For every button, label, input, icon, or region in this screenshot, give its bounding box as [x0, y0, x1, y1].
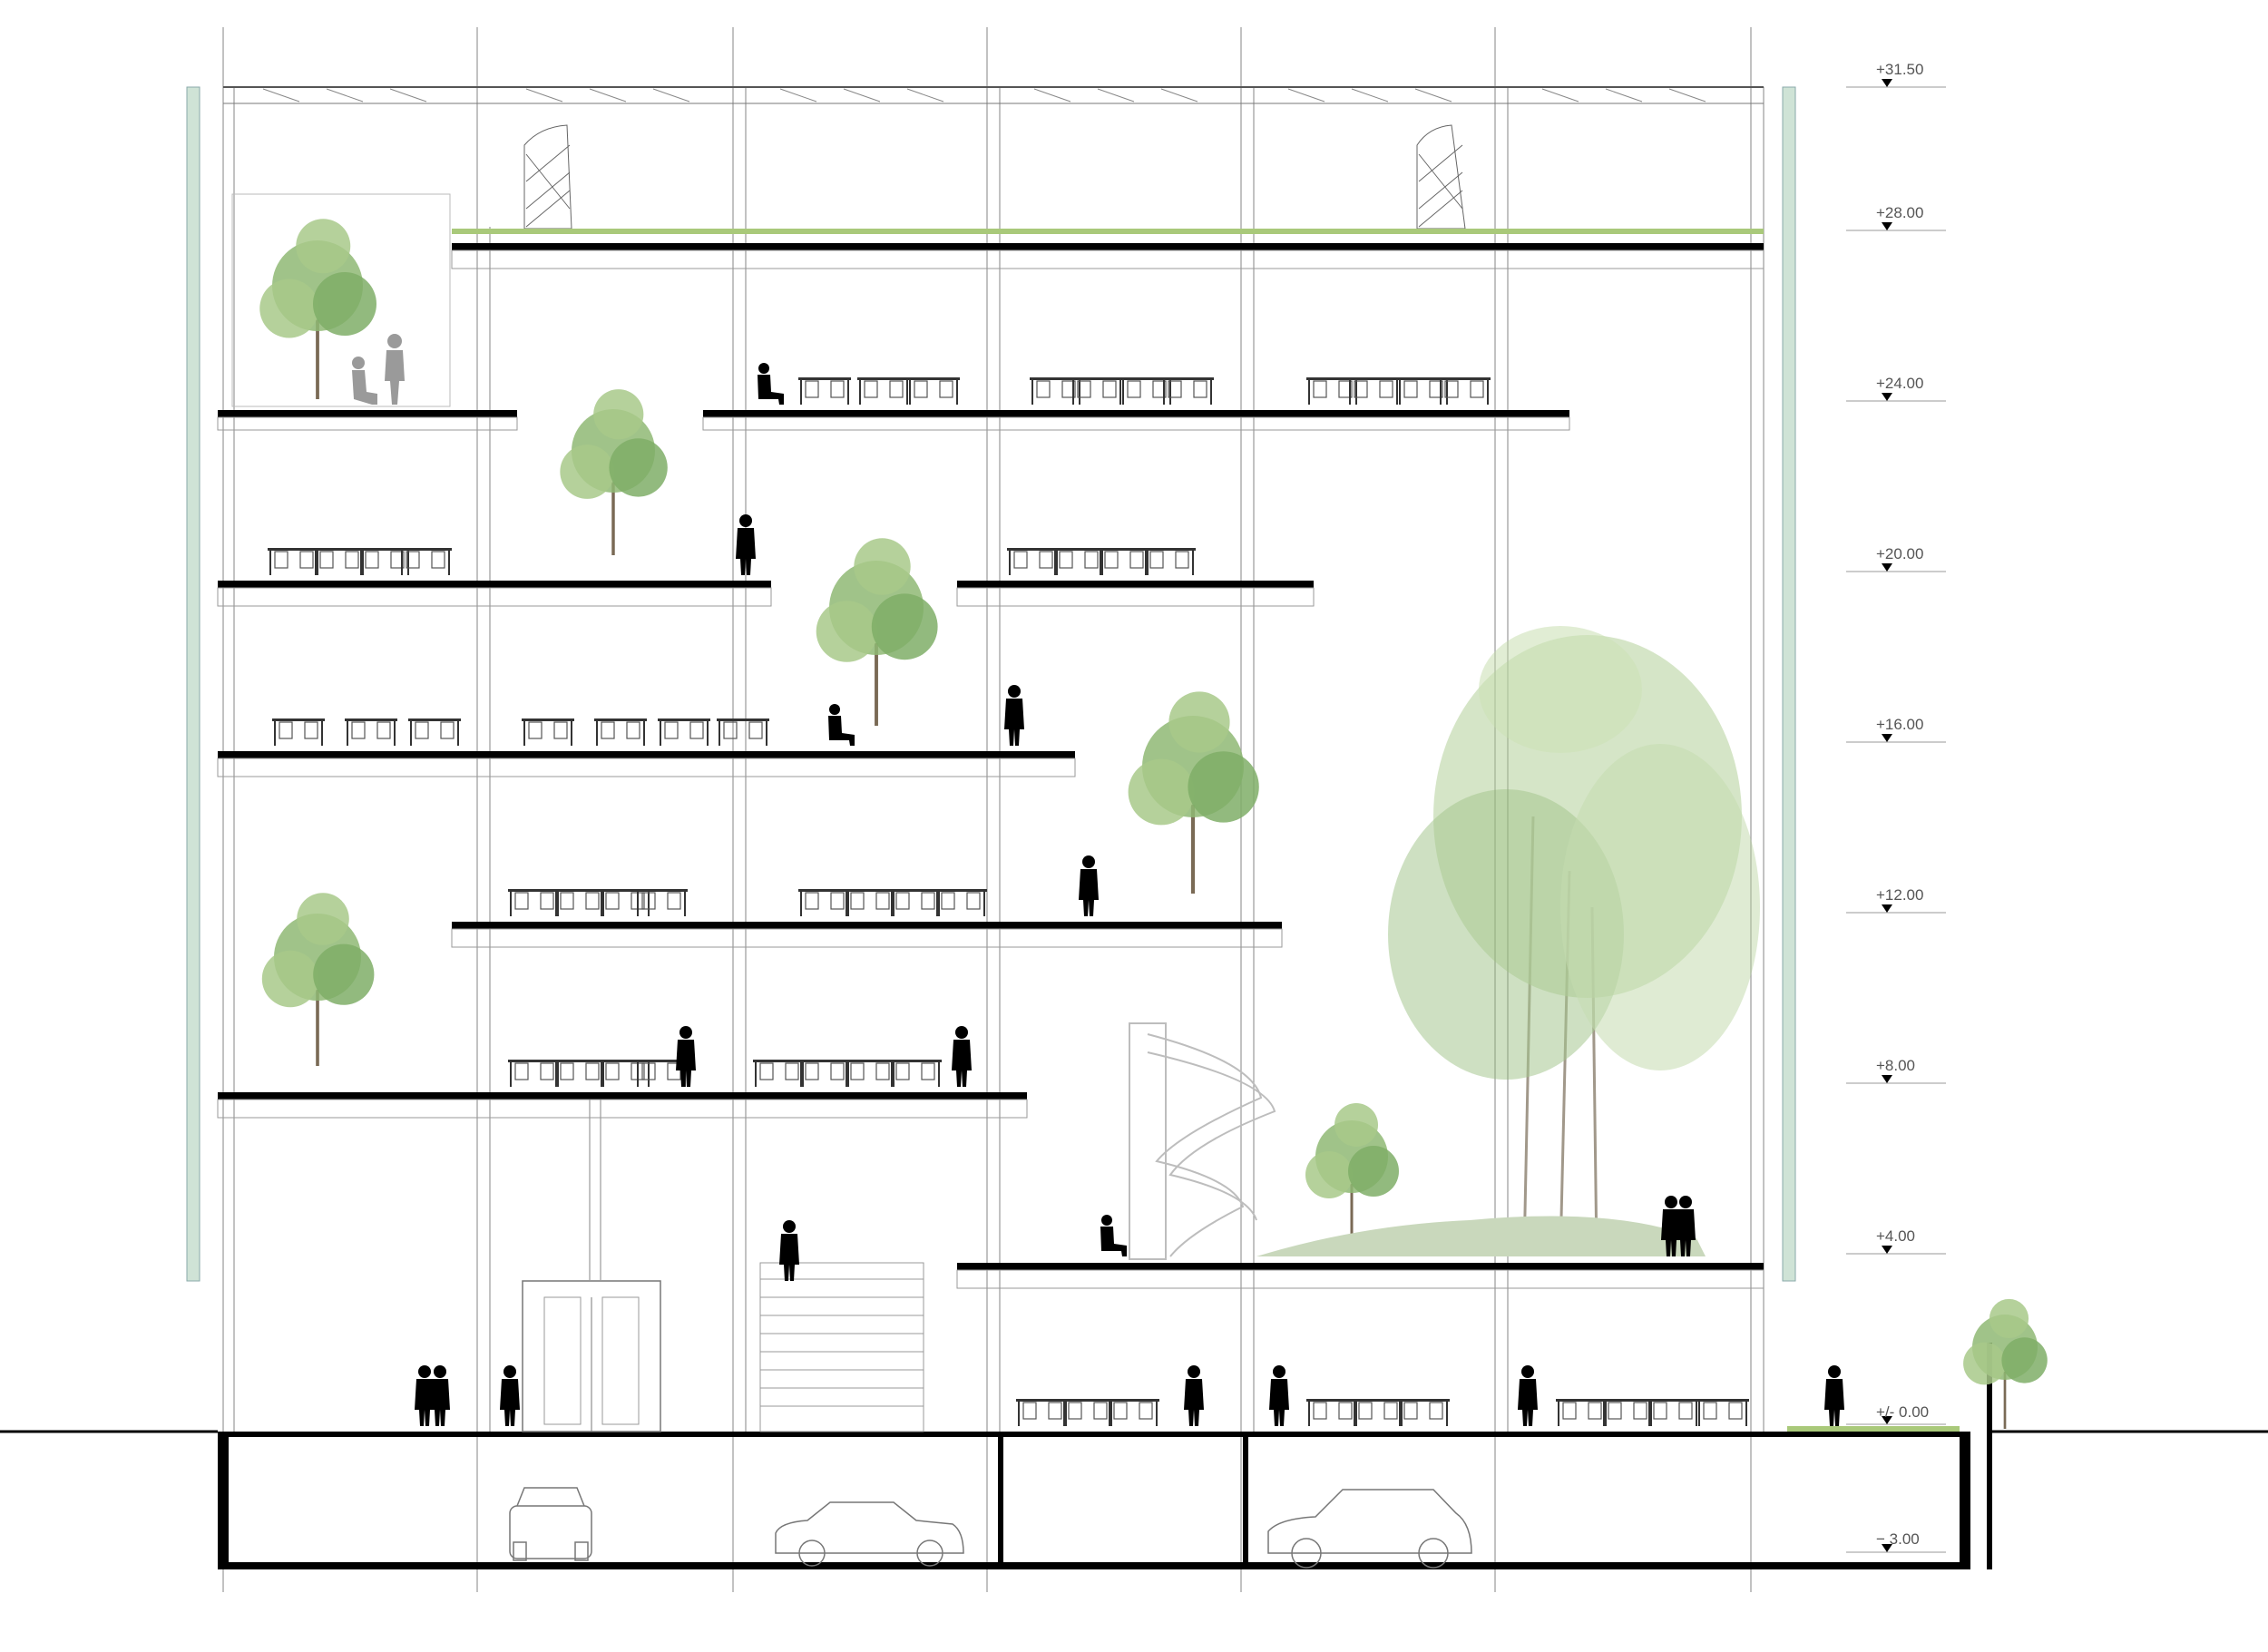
level-label-l000: +/- 0.00 — [1876, 1403, 1929, 1421]
slab-24-left — [218, 410, 517, 417]
people — [352, 334, 1844, 1426]
birch-grove-icon — [1388, 626, 1760, 1257]
floor-slabs — [218, 243, 1992, 1569]
slab-beams — [217, 249, 1765, 1289]
retaining-wall — [1987, 1343, 1992, 1569]
spiral-slide-icon — [1129, 1022, 1276, 1260]
slab-24-right — [703, 410, 1569, 417]
slab-ground — [218, 1432, 1970, 1437]
slab-20-right — [957, 581, 1314, 588]
cars — [509, 1487, 1472, 1569]
car-icon — [509, 1487, 592, 1561]
level-label-l2800: +28.00 — [1876, 204, 1923, 221]
level-annotations: +31.50 +28.00 +24.00 +20.00 +16.00 +12.0… — [1846, 61, 1946, 1553]
level-label-l800: +8.00 — [1876, 1057, 1915, 1074]
slab-20-left — [218, 581, 771, 588]
tree-icon — [1129, 691, 1259, 894]
slab-12 — [452, 922, 1282, 929]
level-mark-l2800: +28.00 — [1846, 204, 1946, 231]
level-label-l400: +4.00 — [1876, 1227, 1915, 1245]
slab-08 — [218, 1092, 1027, 1100]
trees — [258, 217, 2049, 1431]
ground-floor — [522, 1100, 924, 1432]
tree-icon — [1961, 1297, 2049, 1431]
tree-icon — [558, 387, 670, 557]
tree-icon — [1304, 1101, 1401, 1249]
level-label-l2000: +20.00 — [1876, 545, 1923, 562]
slab-28 — [452, 243, 1764, 250]
level-mark-l800: +8.00 — [1846, 1057, 1946, 1084]
slab-04 — [957, 1263, 1764, 1270]
roof-lattice-left — [523, 124, 572, 230]
basement-floor — [218, 1562, 1970, 1569]
tree-icon — [259, 891, 376, 1068]
level-label-lm300: − 3.00 — [1876, 1530, 1920, 1548]
roof — [223, 86, 1764, 234]
level-label-l2400: +24.00 — [1876, 375, 1923, 392]
basement-wall-left — [218, 1432, 229, 1569]
level-mark-l400: +4.00 — [1846, 1227, 1946, 1255]
level-mark-l1600: +16.00 — [1846, 716, 1946, 743]
level-label-l1600: +16.00 — [1876, 716, 1923, 733]
roof-terrace-planter — [231, 193, 451, 407]
level-mark-l2000: +20.00 — [1846, 545, 1946, 572]
car-icon — [775, 1501, 964, 1567]
level-mark-l2400: +24.00 — [1846, 375, 1946, 402]
ground-planting-strip — [1787, 1426, 1960, 1432]
roof-lattice-right — [1416, 124, 1466, 230]
level-mark-l1200: +12.00 — [1846, 886, 1946, 914]
facade-glazing — [186, 86, 1796, 1282]
level-mark-l000: +/- 0.00 — [1846, 1403, 1946, 1425]
level-label-l1200: +12.00 — [1876, 886, 1923, 904]
planted-mound — [1256, 1216, 1706, 1256]
slab-16 — [218, 751, 1075, 758]
tree-icon — [814, 536, 940, 728]
level-mark-lm300: − 3.00 — [1846, 1530, 1946, 1553]
green-roof — [452, 229, 1764, 234]
basement-wall-right — [1960, 1432, 1970, 1569]
level-mark-l3150: +31.50 — [1846, 61, 1946, 88]
level-label-l3150: +31.50 — [1876, 61, 1923, 78]
car-icon — [1267, 1489, 1472, 1569]
stair-icon — [759, 1262, 924, 1432]
